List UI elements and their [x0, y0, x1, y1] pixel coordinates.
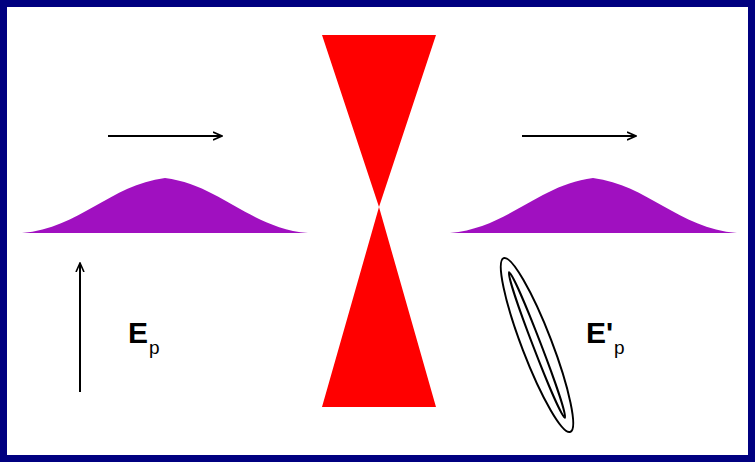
- propagation-arrow: [108, 135, 222, 137]
- field-symbol: E': [586, 318, 613, 348]
- polarization-arrow: [79, 263, 81, 392]
- propagation-arrow: [522, 135, 636, 137]
- panel-ground: [7, 7, 748, 455]
- field-subscript: p: [614, 338, 625, 357]
- output-pulse: [450, 178, 737, 233]
- field-symbol: E: [128, 318, 148, 348]
- focused-beam: [322, 35, 436, 407]
- polarization-ellipse: [490, 253, 585, 437]
- input-pulse: [22, 178, 308, 233]
- field-subscript: p: [149, 338, 160, 357]
